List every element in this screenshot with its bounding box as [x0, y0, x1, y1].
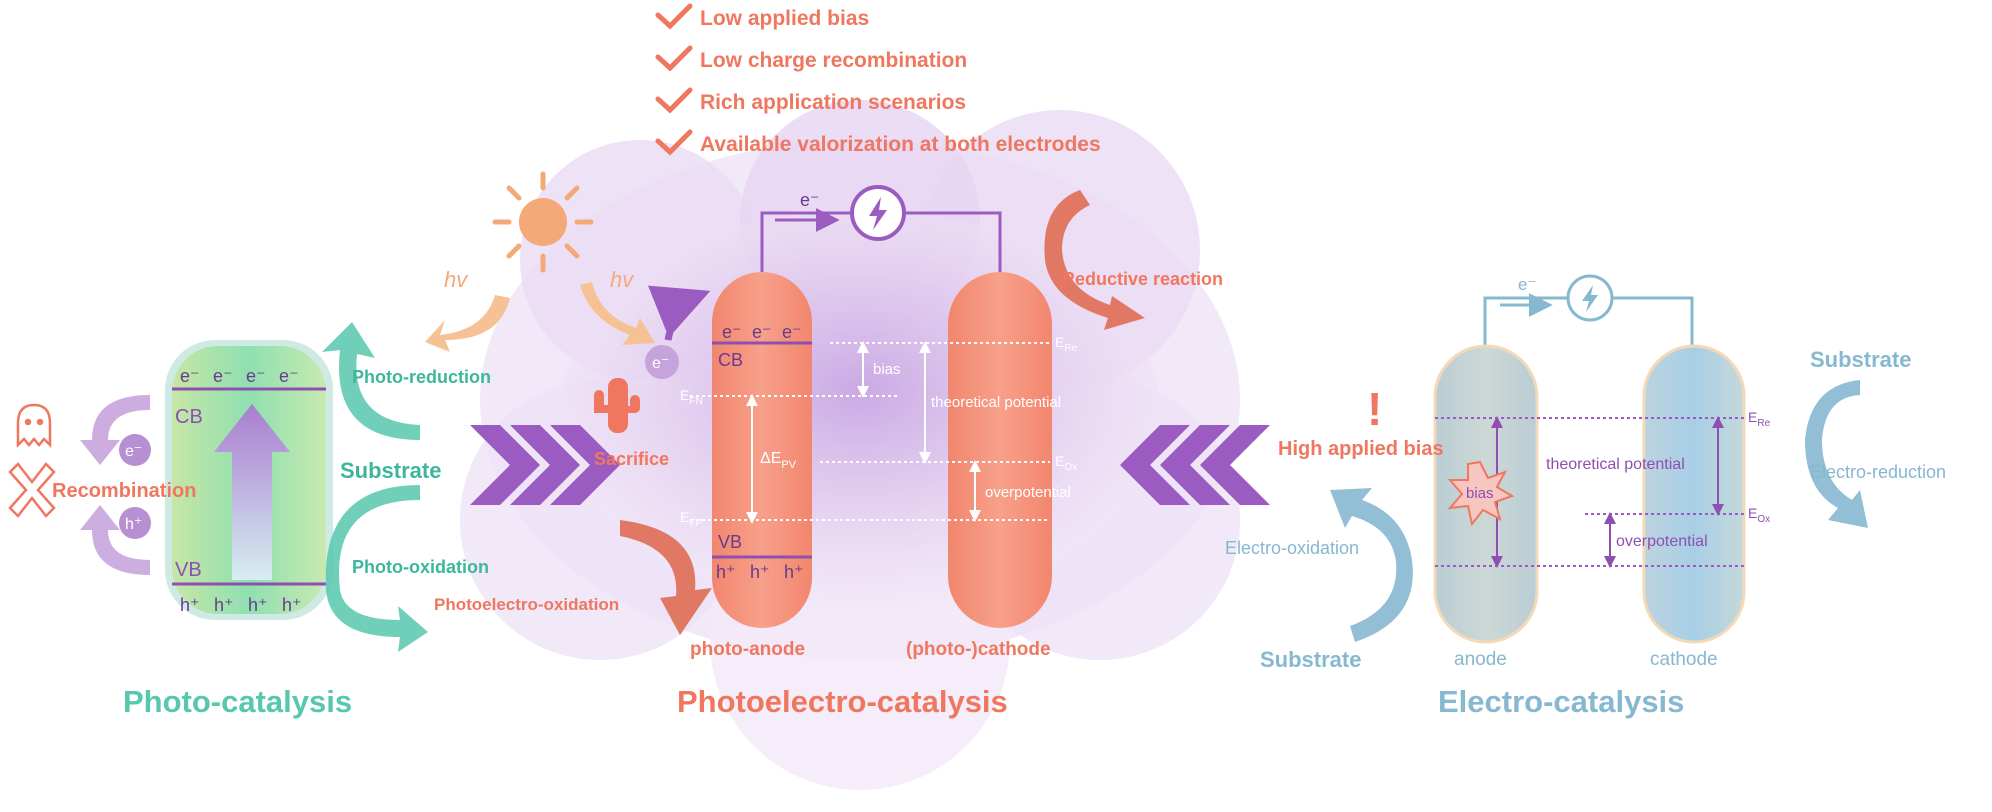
- pec-electron-jump-arrow: [648, 285, 711, 341]
- advantage-item: Low charge recombination: [700, 49, 967, 72]
- ec-cathode-label: cathode: [1650, 649, 1718, 670]
- pec-cathode-electrode: [948, 272, 1052, 628]
- electro-reduction-arrow: [1805, 380, 1868, 528]
- electro-reduction-label: Electro-reduction: [1810, 462, 1946, 482]
- advantage-item: Low applied bias: [700, 7, 869, 30]
- hole-label: h⁺: [750, 562, 770, 582]
- hole-row: h⁺ h⁺ h⁺ h⁺: [180, 595, 302, 615]
- sun-icon: [492, 171, 594, 273]
- photoelectro-oxidation-arrow: [620, 520, 712, 635]
- pec-hole-row: h⁺ h⁺ h⁺: [716, 562, 804, 582]
- photo-oxidation-label: Photo-oxidation: [352, 557, 489, 577]
- cross-icon: [8, 462, 56, 518]
- ec-cathode-electrode: [1642, 344, 1746, 644]
- electron-label: e⁻: [752, 322, 772, 342]
- electron-label: e⁻: [722, 322, 742, 342]
- hv-label-right: hv: [610, 267, 635, 292]
- electron-label: e⁻: [246, 366, 266, 386]
- pec-electron-flow-label: e⁻: [800, 190, 820, 210]
- photo-reduction-arrow: [322, 322, 420, 440]
- ec-substrate-top-label: Substrate: [1810, 347, 1911, 372]
- pec-efn-label: EFN: [680, 387, 703, 407]
- ec-overpotential-label: overpotential: [1616, 533, 1708, 550]
- light-arrow-left: [425, 295, 510, 352]
- hole-label: h⁺: [282, 595, 302, 615]
- ec-eox-label: EOx: [1748, 505, 1770, 525]
- ec-electron-flow-label: e⁻: [1518, 275, 1536, 294]
- pec-electron-row: e⁻ e⁻ e⁻: [722, 322, 802, 342]
- electron-label: e⁻: [180, 366, 200, 386]
- pec-cathode-label: (photo-)cathode: [906, 639, 1051, 660]
- photo-oxidation-arrow: [325, 485, 428, 652]
- hole-label: h⁺: [214, 595, 234, 615]
- ec-power-source-icon: [1566, 274, 1614, 322]
- cactus-icon: [594, 378, 640, 433]
- pec-efp-label: EFP: [680, 509, 702, 529]
- pec-overpotential-label: overpotential: [985, 484, 1071, 501]
- reductive-reaction-label: Reductive reaction: [1062, 269, 1223, 289]
- electro-oxidation-label: Electro-oxidation: [1225, 538, 1359, 558]
- bias-burst-icon: [1447, 460, 1515, 527]
- hole-ball: [119, 507, 151, 539]
- power-source-icon: [850, 185, 906, 241]
- pec-bias-label: bias: [873, 361, 901, 378]
- hv-label-left: hv: [444, 267, 469, 292]
- vb-label: VB: [175, 559, 202, 581]
- excitation-arrow: [214, 404, 290, 580]
- photo-reduction-label: Photo-reduction: [352, 367, 491, 387]
- photo-anode-label: photo-anode: [690, 639, 805, 660]
- photoelectro-oxidation-label: Photoelectro-oxidation: [434, 595, 619, 614]
- ec-anode-label: anode: [1454, 649, 1507, 670]
- chevron-right-icon: [470, 425, 620, 505]
- electron-label: e⁻: [782, 322, 802, 342]
- light-arrow-right: [580, 282, 655, 345]
- high-bias-label: High applied bias: [1278, 438, 1444, 460]
- photo-catalysis-title: Photo-catalysis: [123, 684, 352, 719]
- advantage-item: Available valorization at both electrode…: [700, 133, 1101, 156]
- advantages-list: Low applied bias Low charge recombinatio…: [655, 3, 1101, 156]
- sacrifice-label: Sacrifice: [594, 449, 669, 469]
- delta-epv-label: ΔEPV: [760, 450, 797, 471]
- hole-label: h⁺: [180, 595, 200, 615]
- substrate-label: Substrate: [340, 458, 441, 483]
- check-icon: [655, 3, 693, 156]
- chevron-left-icon: [1120, 425, 1270, 505]
- hole-label: h⁺: [784, 562, 804, 582]
- recombination-label: Recombination: [52, 480, 196, 502]
- ghost-icon: [16, 403, 52, 449]
- hole-label: h⁺: [716, 562, 736, 582]
- electro-oxidation-arrow: [1330, 488, 1413, 642]
- photo-anode-electrode: [712, 272, 812, 628]
- exclamation-icon: !: [1367, 383, 1382, 435]
- pec-eox-label: EOx: [1055, 453, 1077, 473]
- electron-ball-label: e⁻: [125, 443, 142, 460]
- hole-ball-label: h⁺: [125, 516, 142, 533]
- electron-label: e⁻: [213, 366, 233, 386]
- pec-ere-label: ERe: [1055, 334, 1078, 354]
- electron-row: e⁻ e⁻ e⁻ e⁻: [180, 366, 299, 386]
- cb-label: CB: [175, 406, 203, 428]
- hole-label: h⁺: [248, 595, 268, 615]
- pec-cb-label: CB: [718, 350, 743, 370]
- electron-label: e⁻: [279, 366, 299, 386]
- ec-substrate-bottom-label: Substrate: [1260, 647, 1361, 672]
- pec-electron-ball-label: e⁻: [652, 355, 669, 372]
- ec-theoretical-label: theoretical potential: [1546, 456, 1685, 473]
- electron-ball: [119, 434, 151, 466]
- pec-theoretical-label: theoretical potential: [931, 394, 1061, 411]
- recombination-arrows: [80, 395, 150, 575]
- ec-ere-label: ERe: [1748, 409, 1771, 429]
- pec-electron-ball: [645, 345, 679, 379]
- reductive-reaction-arrow: [1044, 190, 1145, 330]
- electro-catalysis-title: Electro-catalysis: [1438, 684, 1684, 719]
- ec-bias-label: bias: [1466, 485, 1494, 502]
- pec-vb-label: VB: [718, 532, 742, 552]
- advantage-item: Rich application scenarios: [700, 91, 966, 114]
- pec-title: Photoelectro-catalysis: [677, 684, 1008, 719]
